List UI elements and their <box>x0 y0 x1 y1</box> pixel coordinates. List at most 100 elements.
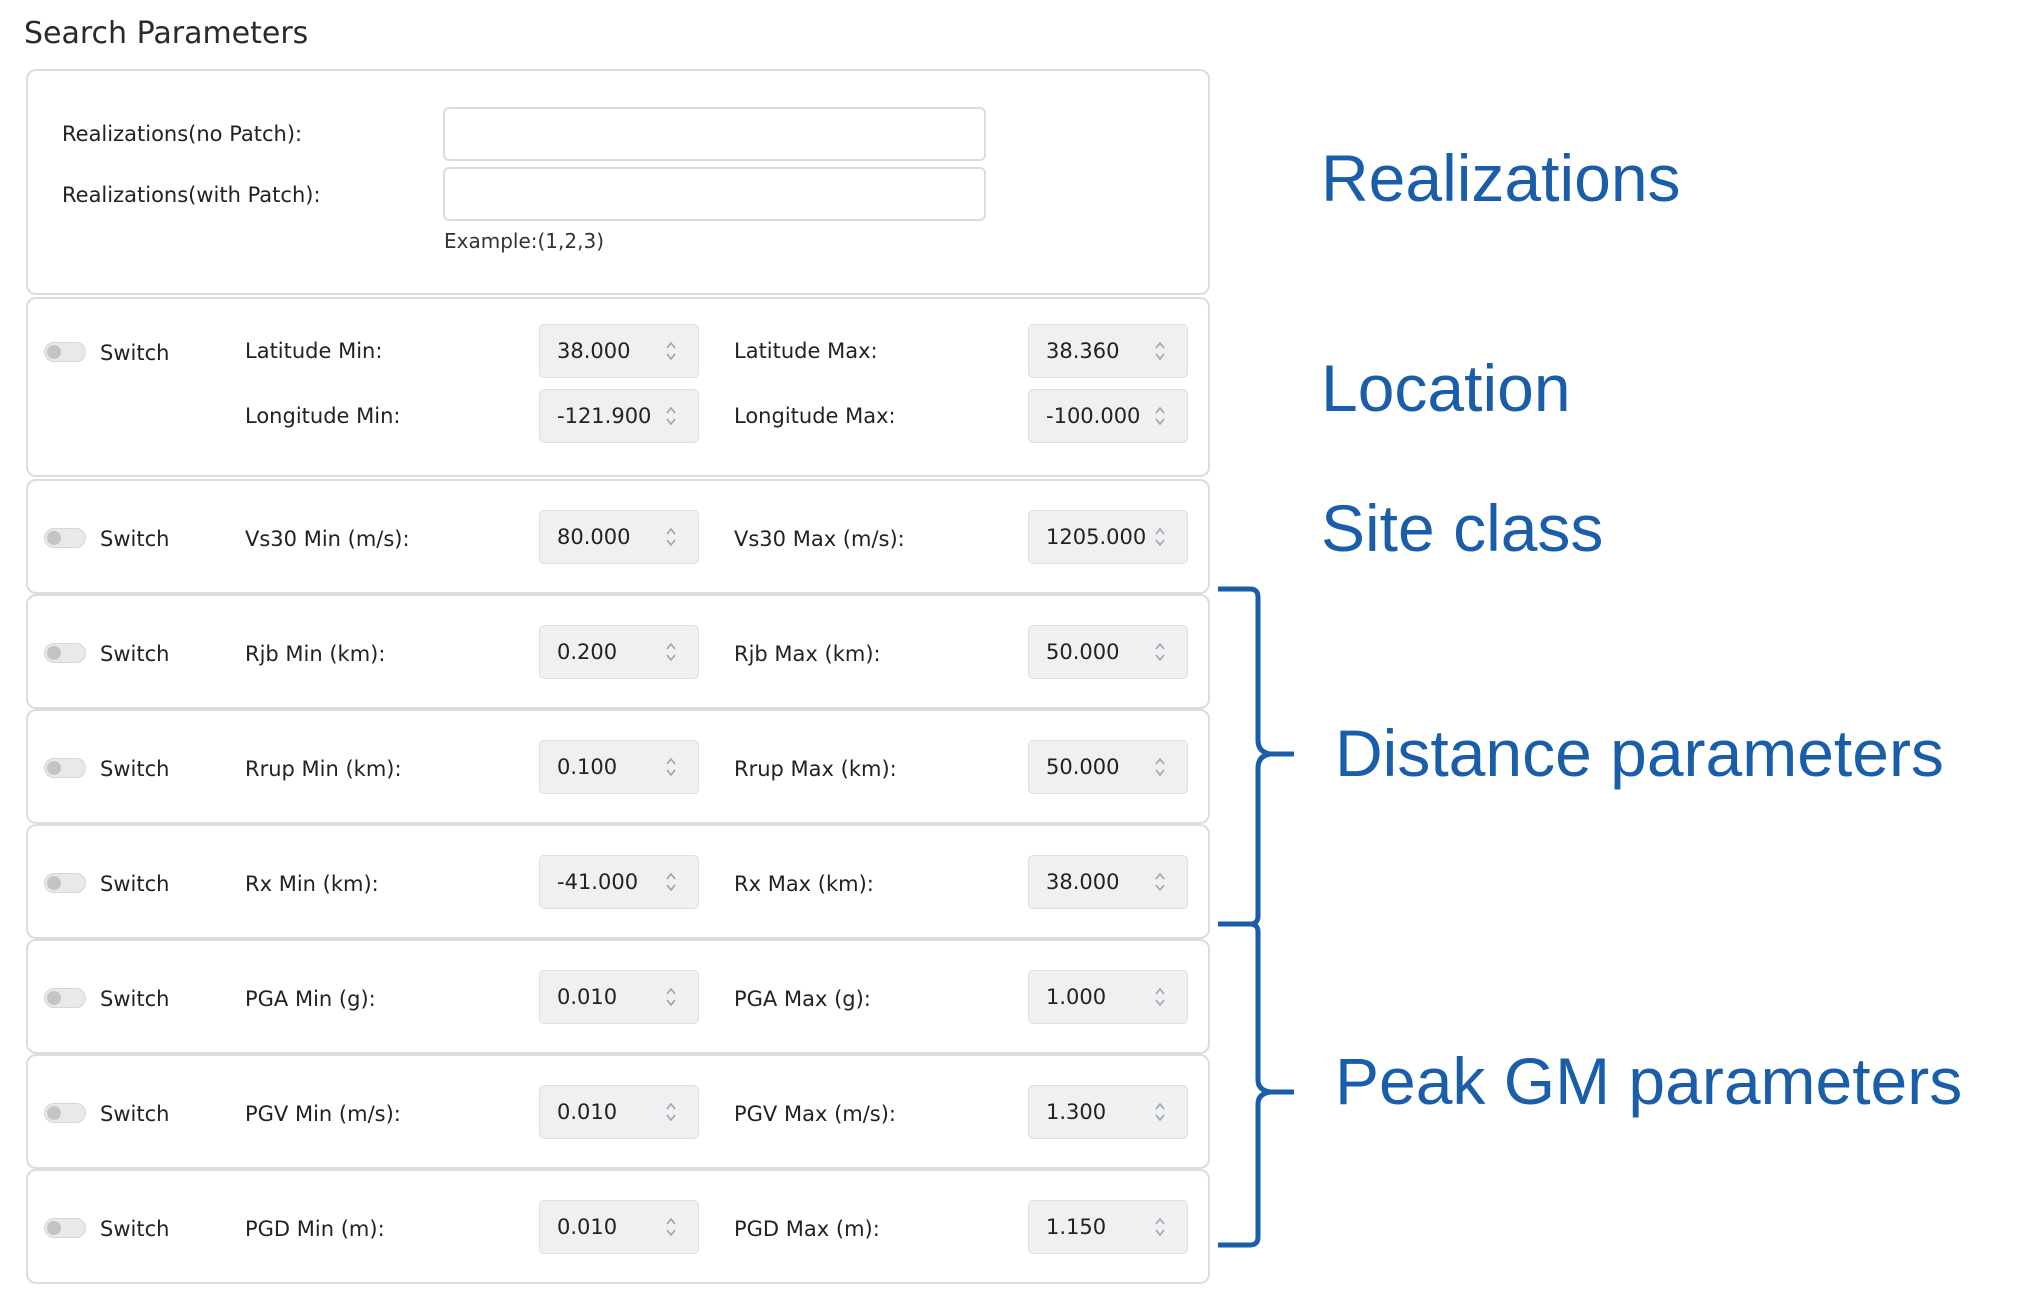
row-min-value: 0.200 <box>557 640 618 664</box>
spinner-icon[interactable] <box>666 985 676 1009</box>
row-max-label: PGA Max (g): <box>734 987 871 1011</box>
row-max-value: 1.000 <box>1046 985 1107 1009</box>
row-switch[interactable] <box>44 758 86 778</box>
realizations-example-hint: Example:(1,2,3) <box>444 229 604 253</box>
spinner-icon[interactable] <box>666 870 676 894</box>
row-switch-label: Switch <box>100 1102 170 1126</box>
annotation-site-class: Site class <box>1321 491 1604 565</box>
row-min-input[interactable]: 0.010 <box>539 970 699 1024</box>
row-switch-label: Switch <box>100 1217 170 1241</box>
row-min-label: PGD Min (m): <box>245 1217 385 1241</box>
spinner-icon[interactable] <box>1155 339 1165 363</box>
row-switch-label: Switch <box>100 757 170 781</box>
spinner-icon[interactable] <box>1155 755 1165 779</box>
switch-knob <box>47 345 61 359</box>
spinner-icon[interactable] <box>666 404 676 428</box>
latitude-min-value: 38.000 <box>557 339 631 363</box>
row-min-input[interactable]: 0.010 <box>539 1085 699 1139</box>
realizations-no-patch-input[interactable] <box>443 107 986 161</box>
annotation-location: Location <box>1321 351 1571 425</box>
longitude-min-value: -121.900 <box>557 404 652 428</box>
spinner-icon[interactable] <box>666 1215 676 1239</box>
row-max-label: Rx Max (km): <box>734 872 874 896</box>
row-max-input[interactable]: 1.300 <box>1028 1085 1188 1139</box>
row-max-label: Rjb Max (km): <box>734 642 881 666</box>
annotation-distance-parameters: Distance parameters <box>1335 716 1944 790</box>
row-max-value: 38.000 <box>1046 870 1120 894</box>
row-max-value: 1.150 <box>1046 1215 1107 1239</box>
latitude-min-input[interactable]: 38.000 <box>539 324 699 378</box>
row-min-value: -41.000 <box>557 870 639 894</box>
realizations-no-patch-label: Realizations(no Patch): <box>62 122 303 146</box>
realizations-with-patch-label: Realizations(with Patch): <box>62 183 321 207</box>
row-max-value: 1205.000 <box>1046 525 1147 549</box>
row-max-input[interactable]: 1.000 <box>1028 970 1188 1024</box>
location-switch[interactable] <box>44 342 86 362</box>
location-switch-label: Switch <box>100 341 170 365</box>
row-switch[interactable] <box>44 873 86 893</box>
longitude-max-input[interactable]: -100.000 <box>1028 389 1188 443</box>
row-switch-label: Switch <box>100 527 170 551</box>
annotation-realizations: Realizations <box>1321 141 1681 215</box>
row-min-input[interactable]: 0.200 <box>539 625 699 679</box>
row-max-value: 1.300 <box>1046 1100 1107 1124</box>
peak-gm-bracket <box>1218 921 1294 1248</box>
spinner-icon[interactable] <box>1155 985 1165 1009</box>
row-min-value: 0.010 <box>557 1215 618 1239</box>
row-min-input[interactable]: 80.000 <box>539 510 699 564</box>
row-switch-label: Switch <box>100 987 170 1011</box>
row-max-label: Rrup Max (km): <box>734 757 897 781</box>
row-max-input[interactable]: 38.000 <box>1028 855 1188 909</box>
row-min-input[interactable]: -41.000 <box>539 855 699 909</box>
row-switch-label: Switch <box>100 872 170 896</box>
latitude-max-value: 38.360 <box>1046 339 1120 363</box>
switch-knob <box>47 531 61 545</box>
parameter-row-panel: Switch PGD Min (m): 0.010 PGD Max (m): 1.150 <box>26 1169 1210 1284</box>
row-max-input[interactable]: 1205.000 <box>1028 510 1188 564</box>
row-max-input[interactable]: 1.150 <box>1028 1200 1188 1254</box>
longitude-min-input[interactable]: -121.900 <box>539 389 699 443</box>
page-title: Search Parameters <box>24 16 309 51</box>
longitude-max-label: Longitude Max: <box>734 404 896 428</box>
spinner-icon[interactable] <box>1155 525 1165 549</box>
parameter-row-panel: Switch Rx Min (km): -41.000 Rx Max (km): 38.… <box>26 824 1210 939</box>
spinner-icon[interactable] <box>1155 1100 1165 1124</box>
row-switch[interactable] <box>44 643 86 663</box>
spinner-icon[interactable] <box>666 1100 676 1124</box>
switch-knob <box>47 761 61 775</box>
spinner-icon[interactable] <box>666 339 676 363</box>
row-min-input[interactable]: 0.010 <box>539 1200 699 1254</box>
spinner-icon[interactable] <box>1155 870 1165 894</box>
row-max-input[interactable]: 50.000 <box>1028 625 1188 679</box>
spinner-icon[interactable] <box>1155 404 1165 428</box>
row-min-label: Rx Min (km): <box>245 872 379 896</box>
latitude-max-input[interactable]: 38.360 <box>1028 324 1188 378</box>
spinner-icon[interactable] <box>666 640 676 664</box>
row-min-label: Vs30 Min (m/s): <box>245 527 410 551</box>
row-switch[interactable] <box>44 988 86 1008</box>
row-max-input[interactable]: 50.000 <box>1028 740 1188 794</box>
spinner-icon[interactable] <box>666 755 676 779</box>
row-min-value: 0.010 <box>557 985 618 1009</box>
row-max-label: PGD Max (m): <box>734 1217 880 1241</box>
row-max-label: PGV Max (m/s): <box>734 1102 897 1126</box>
parameter-row-panel: Switch PGA Min (g): 0.010 PGA Max (g): 1.000 <box>26 939 1210 1054</box>
row-min-input[interactable]: 0.100 <box>539 740 699 794</box>
row-min-label: PGV Min (m/s): <box>245 1102 401 1126</box>
spinner-icon[interactable] <box>1155 640 1165 664</box>
row-switch[interactable] <box>44 1218 86 1238</box>
row-switch[interactable] <box>44 1103 86 1123</box>
longitude-min-label: Longitude Min: <box>245 404 401 428</box>
spinner-icon[interactable] <box>666 525 676 549</box>
longitude-max-value: -100.000 <box>1046 404 1141 428</box>
spinner-icon[interactable] <box>1155 1215 1165 1239</box>
row-min-value: 0.010 <box>557 1100 618 1124</box>
row-min-label: Rjb Min (km): <box>245 642 386 666</box>
parameter-row-panel: Switch PGV Min (m/s): 0.010 PGV Max (m/s): 1… <box>26 1054 1210 1169</box>
realizations-with-patch-input[interactable] <box>443 167 986 221</box>
row-min-label: PGA Min (g): <box>245 987 376 1011</box>
row-switch[interactable] <box>44 528 86 548</box>
